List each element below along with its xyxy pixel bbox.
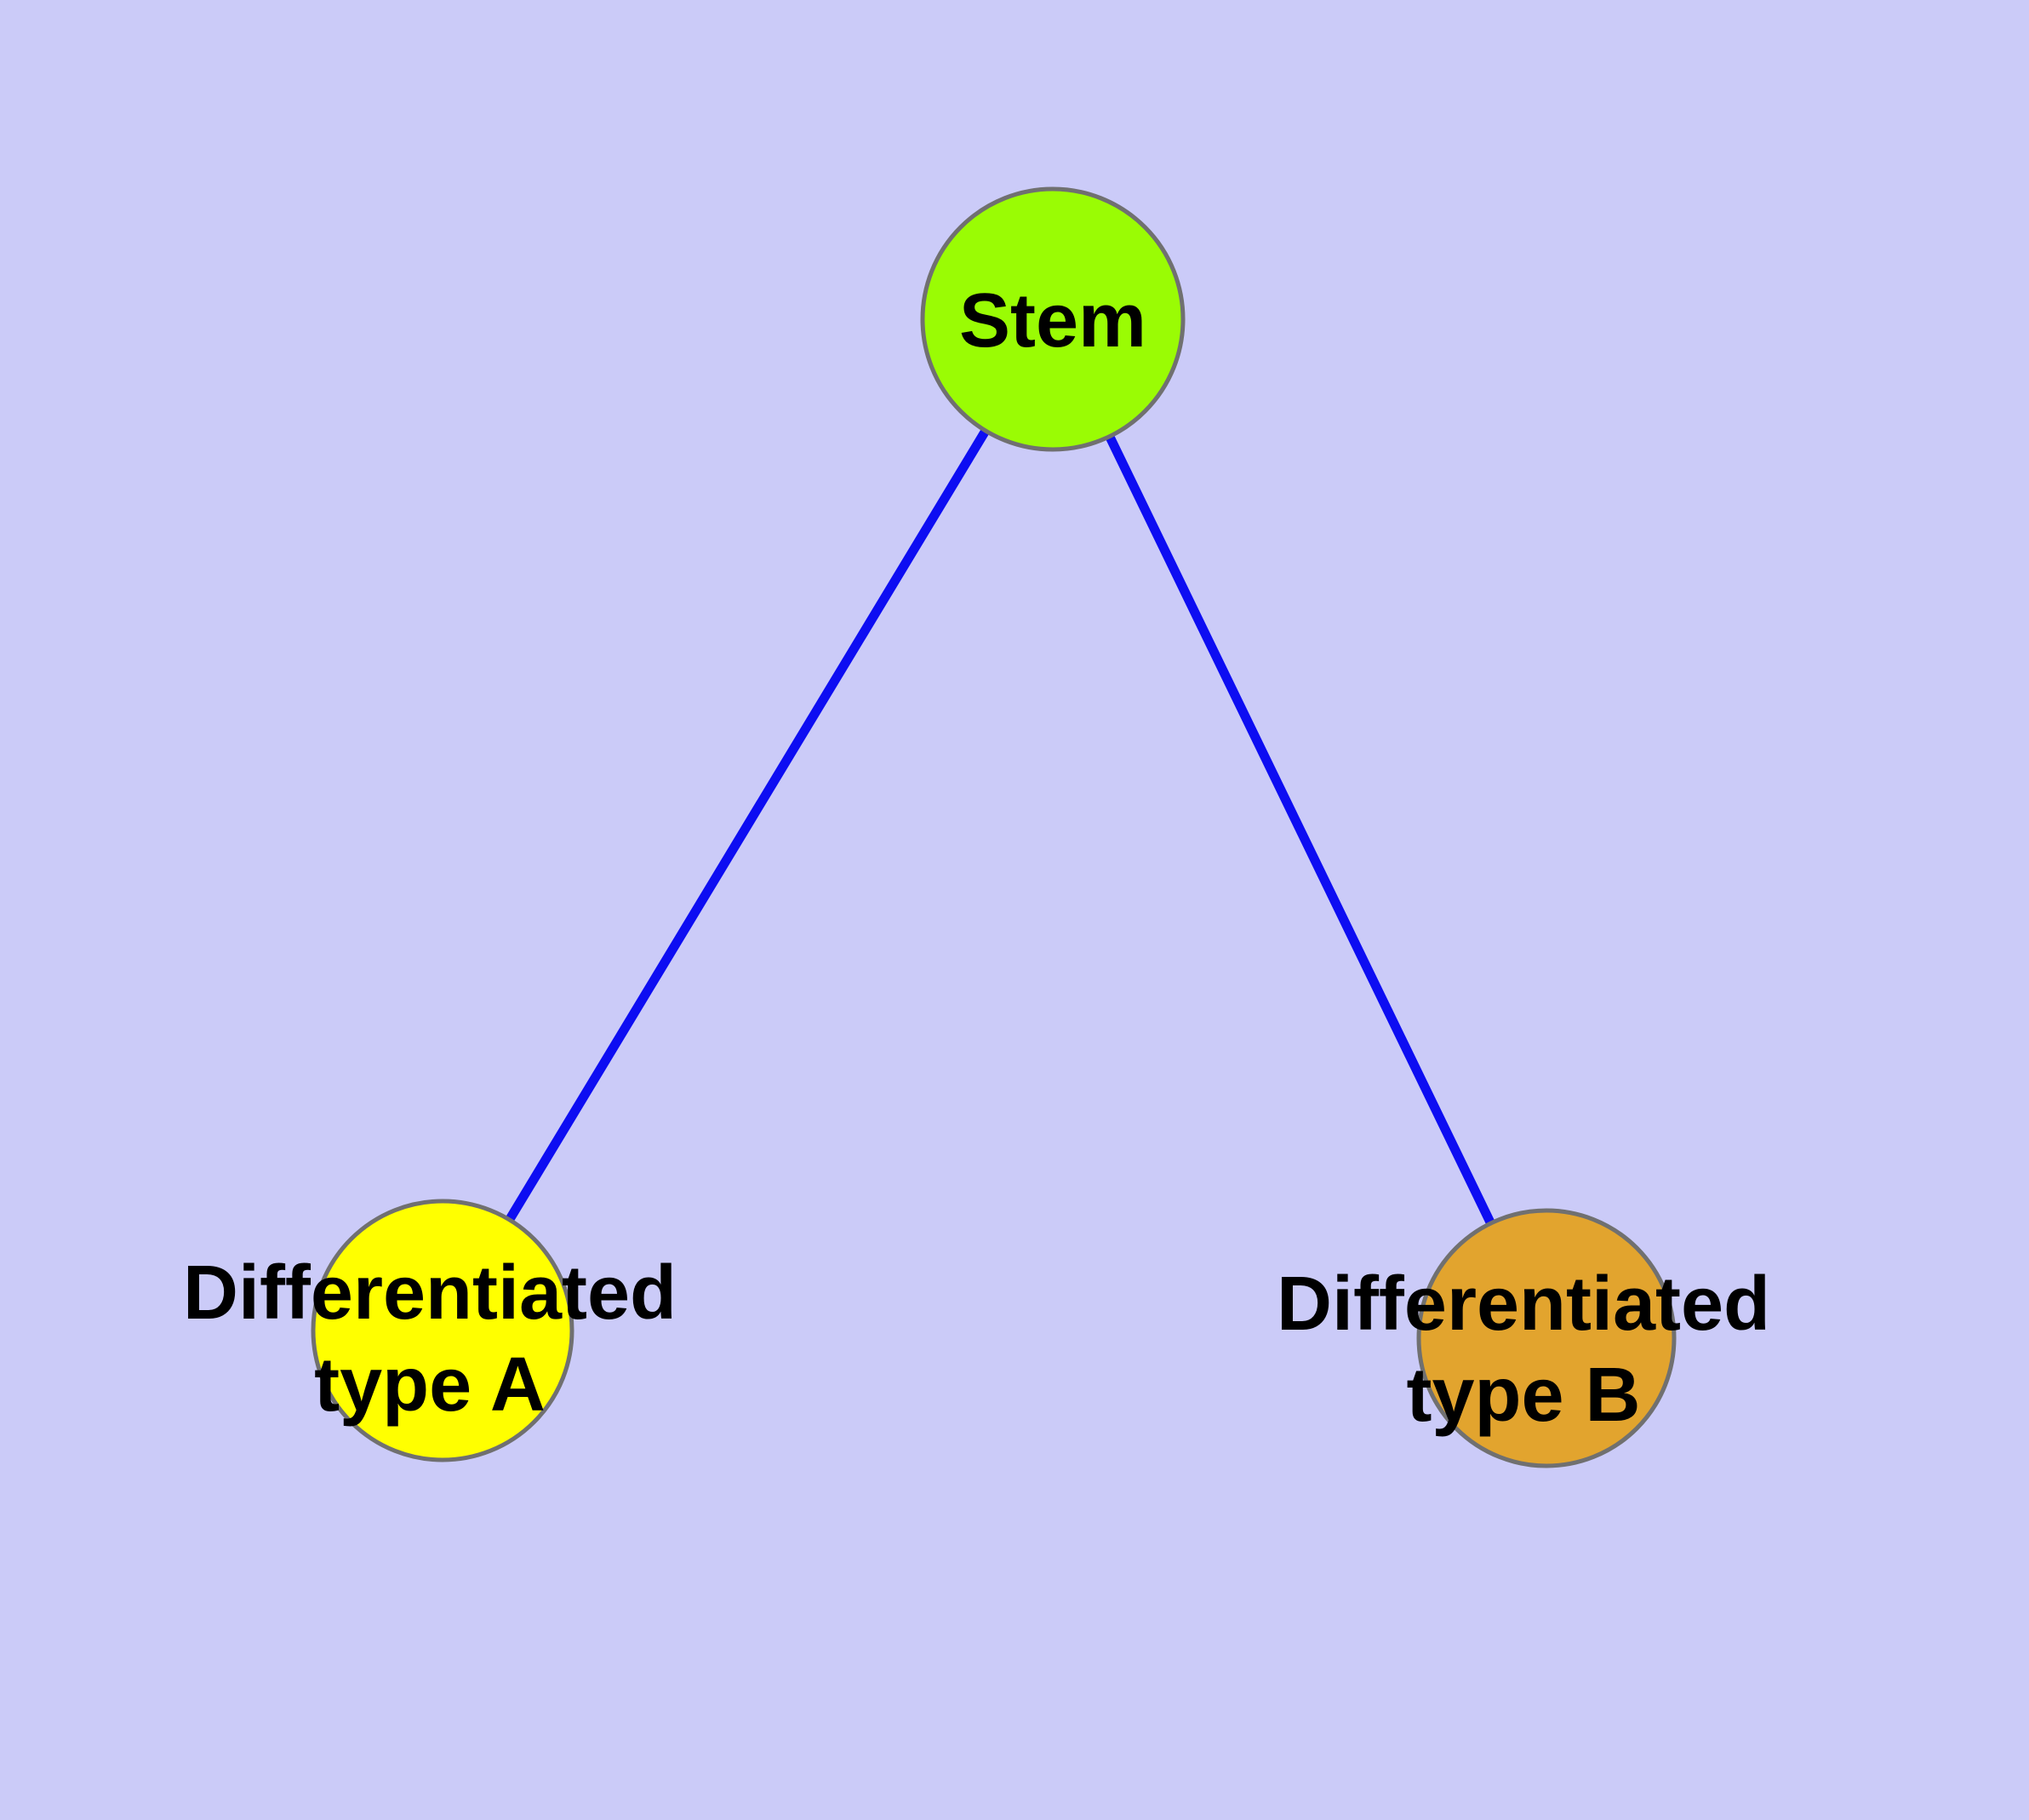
edge-stem-to-type-b	[1049, 317, 1551, 1341]
node-differentiated-type-a	[311, 1199, 574, 1462]
node-type-b-label-line2: type B	[1406, 1353, 1640, 1438]
node-type-b-label-line1: Differentiated	[1277, 1262, 1770, 1347]
node-type-a-label-line1: Differentiated	[183, 1251, 677, 1336]
edge-stem-to-type-a	[438, 317, 1057, 1333]
node-stem	[920, 186, 1186, 452]
node-differentiated-type-b	[1416, 1208, 1677, 1468]
node-stem-label: Stem	[959, 278, 1146, 363]
node-type-a-label-line2: type A	[314, 1342, 546, 1428]
